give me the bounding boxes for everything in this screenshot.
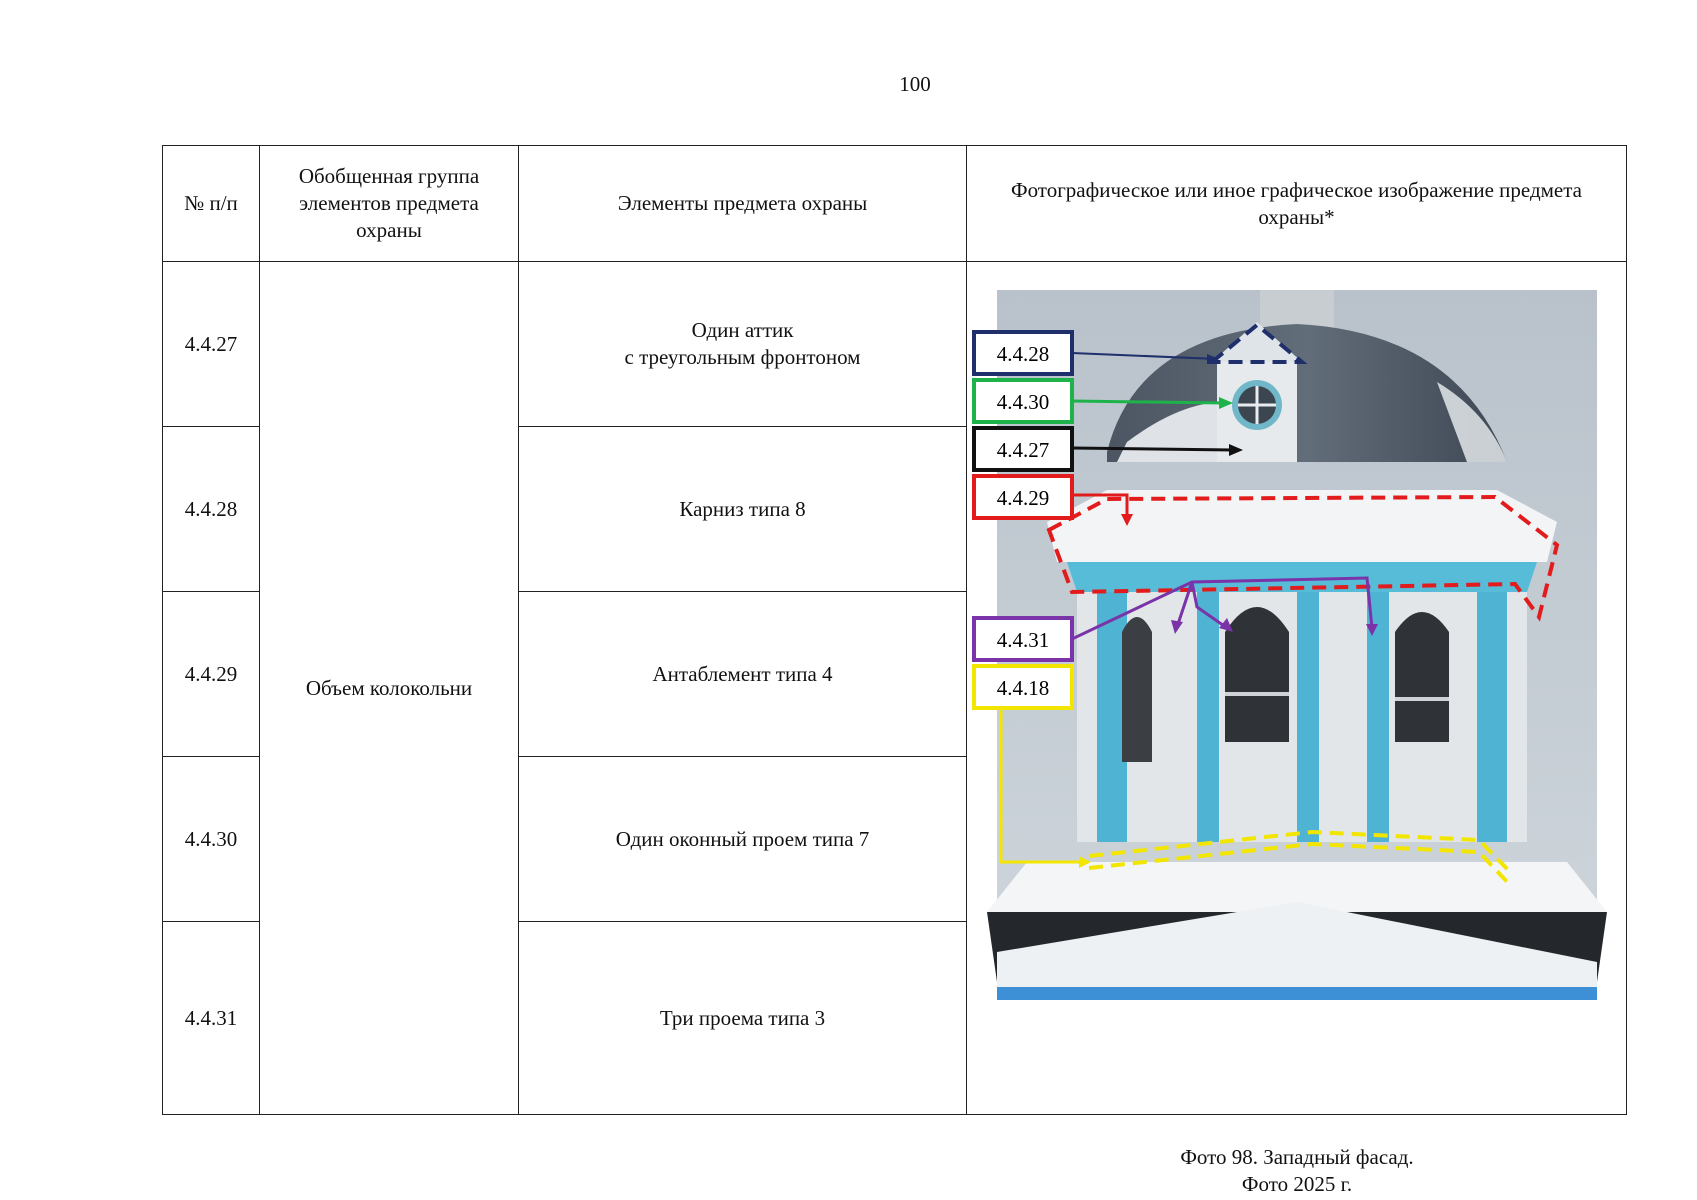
row-number: 4.4.28 (162, 426, 260, 592)
caption-line1: Фото 98. Западный фасад. (1180, 1145, 1414, 1169)
row-element-line2: с треугольным фронтоном (624, 345, 861, 369)
row-element: Антаблемент типа 4 (518, 591, 967, 757)
group-cell: Объем колокольни (259, 261, 519, 1115)
table-header-row: № п/п Обобщенная группа элементов предме… (162, 145, 1627, 262)
callout-4-4-31: 4.4.31 (972, 576, 1378, 662)
header-image: Фотографическое или иное графическое изо… (966, 145, 1627, 262)
table-row: 4.4.31 Три проема типа 3 (162, 921, 1627, 1115)
svg-text:4.4.30: 4.4.30 (997, 390, 1050, 414)
outline-4-4-18 (1088, 829, 1514, 876)
row-element: Карниз типа 8 (518, 426, 967, 592)
callout-4-4-30: 4.4.30 (972, 378, 1233, 424)
callout-4-4-18: 4.4.18 (972, 664, 1091, 868)
row-number: 4.4.31 (162, 921, 260, 1115)
row-element: Один оконный проем типа 7 (518, 756, 967, 922)
photo-cell: 4.4.28 4.4.30 4.4.27 (966, 261, 1627, 1196)
outline-4-4-28 (1206, 322, 1308, 364)
table-row: 4.4.29 Антаблемент типа 4 (162, 591, 1627, 757)
row-number: 4.4.30 (162, 756, 260, 922)
page-number: 100 (899, 72, 931, 96)
callout-4-4-29: 4.4.29 (972, 474, 1133, 526)
svg-text:4.4.18: 4.4.18 (997, 676, 1050, 700)
svg-text:4.4.31: 4.4.31 (997, 628, 1050, 652)
photo-area: 4.4.28 4.4.30 4.4.27 (967, 262, 1627, 1196)
svg-text:4.4.28: 4.4.28 (997, 342, 1050, 366)
table-row: 4.4.28 Карниз типа 8 (162, 426, 1627, 592)
table-row: 4.4.30 Один оконный проем типа 7 (162, 756, 1627, 922)
photo-caption: Фото 98. Западный фасад. Фото 2025 г. (967, 1144, 1627, 1198)
callout-4-4-28: 4.4.28 (972, 330, 1219, 376)
caption-line2: Фото 2025 г. (1241, 1172, 1353, 1196)
outline-4-4-29 (1046, 494, 1560, 622)
svg-text:4.4.29: 4.4.29 (997, 486, 1050, 510)
photo-image (987, 290, 1607, 1000)
header-elements: Элементы предмета охраны (518, 145, 967, 262)
protection-table: № п/п Обобщенная группа элементов предме… (162, 145, 1627, 1196)
outline-4-4-18-inner (1088, 841, 1514, 889)
row-number: 4.4.27 (162, 261, 260, 427)
table-row: 4.4.27 Объем колокольни Один аттик с тре… (162, 261, 1627, 1196)
row-number: 4.4.29 (162, 591, 260, 757)
header-number: № п/п (162, 145, 260, 262)
callout-4-4-27: 4.4.27 (972, 426, 1243, 472)
svg-text:4.4.27: 4.4.27 (997, 438, 1050, 462)
header-group: Обобщенная группа элементов предмета охр… (259, 145, 519, 262)
bell-tower-photo: 4.4.28 4.4.30 4.4.27 (972, 290, 1607, 1000)
row-element: Три проема типа 3 (518, 921, 967, 1115)
row-element: Один аттик с треугольным фронтоном (518, 261, 967, 427)
row-element-line1: Один аттик (691, 318, 794, 342)
